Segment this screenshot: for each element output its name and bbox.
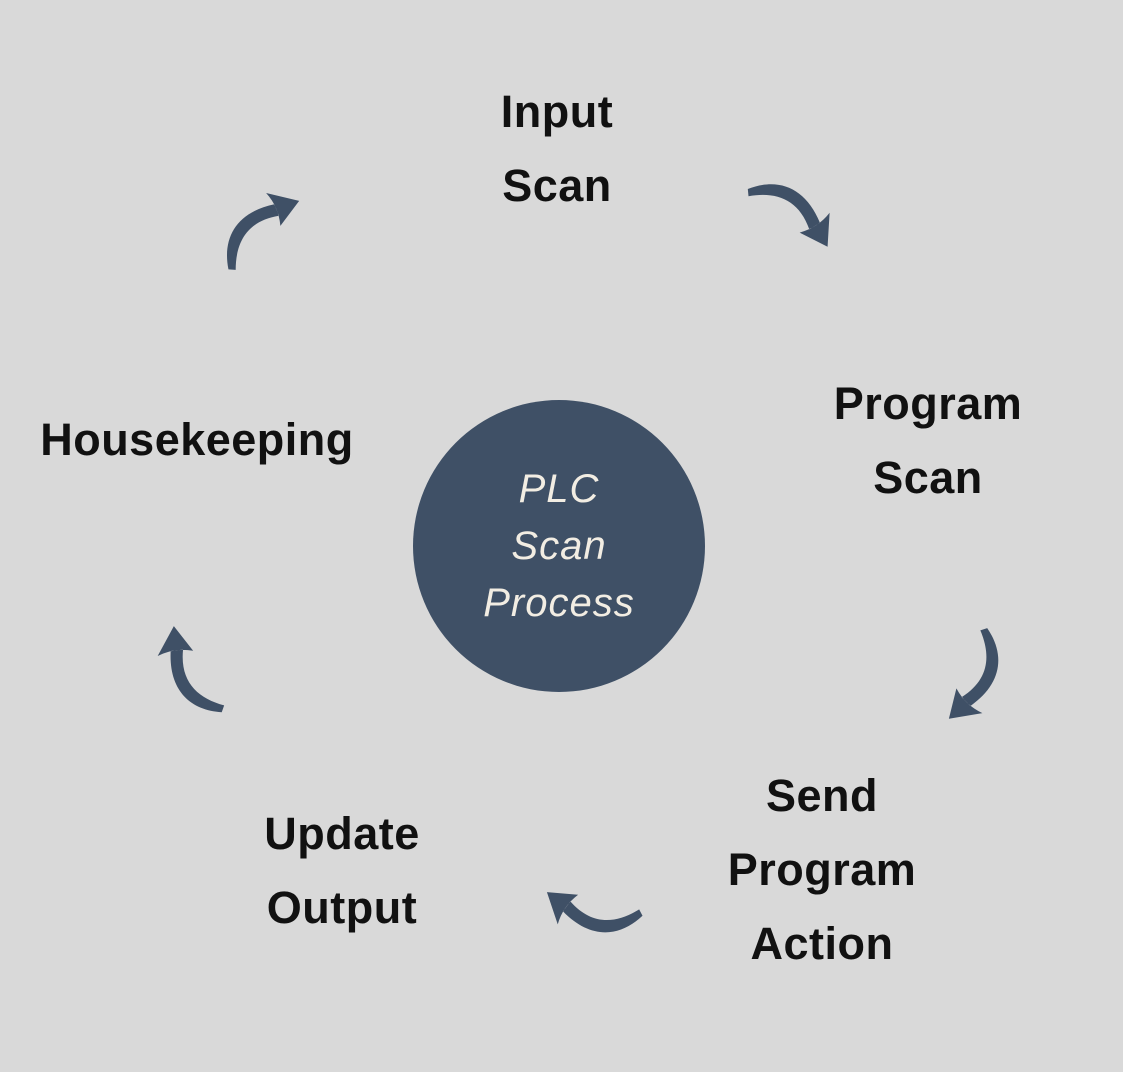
curved-arrow-input-to-program-icon [747, 184, 830, 247]
step-label-line: Program [833, 378, 1023, 429]
step-label-line: Input [500, 86, 614, 137]
step-send-program-action: Send Program Action [622, 759, 1022, 981]
step-label-line: Scan [502, 160, 612, 211]
step-housekeeping: Housekeeping [0, 403, 394, 477]
curved-arrow-send-to-update-icon [546, 892, 643, 933]
step-label-line: Housekeeping [40, 414, 354, 465]
center-circle: PLC Scan Process [413, 400, 705, 692]
curved-arrow-update-to-housekeeping-icon [157, 626, 225, 713]
step-label-line: Scan [873, 452, 983, 503]
step-label-line: Output [266, 882, 418, 933]
step-label-line: Program [727, 844, 917, 895]
curved-arrow-program-to-send-icon [948, 628, 999, 719]
step-label-line: Send [765, 770, 879, 821]
step-update-output: Update Output [142, 797, 542, 945]
curved-arrow-housekeeping-to-input-icon [227, 192, 300, 270]
step-program-scan: Program Scan [728, 367, 1123, 515]
step-label-line: Update [264, 808, 420, 859]
step-input-scan: Input Scan [357, 75, 757, 223]
step-label-line: Action [750, 918, 894, 969]
center-label-line-1: PLC [518, 466, 600, 511]
center-label-line-3: Process [483, 580, 635, 625]
center-label-line-2: Scan [511, 523, 607, 568]
